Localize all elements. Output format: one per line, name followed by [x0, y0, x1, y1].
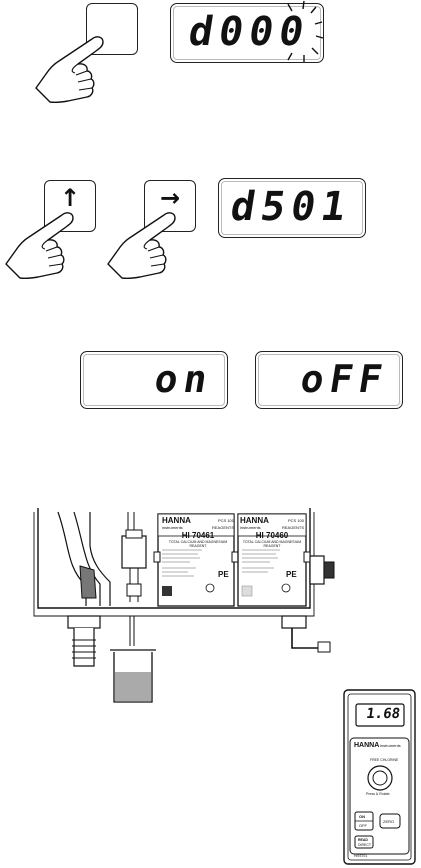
direct-label: DIRECT — [358, 843, 372, 847]
lcd-display-on: on — [80, 351, 228, 409]
pe-mark: PE — [218, 570, 229, 579]
meter-reading: 1.68 — [365, 706, 402, 722]
reagent-code: HI 70460 — [255, 531, 289, 540]
pointing-hand-icon — [35, 36, 104, 104]
meter-brand-sub: instruments — [380, 743, 401, 748]
brand-logo: HANNA — [240, 516, 269, 525]
pe-mark: PE — [286, 570, 297, 579]
meter-label: FREE CHLORINE — [370, 758, 399, 762]
meter-model: HI93701 — [354, 854, 368, 858]
blink-rays-icon — [287, 0, 324, 62]
on-button-label[interactable]: ON — [359, 814, 365, 819]
meter-brand: HANNA — [354, 742, 380, 749]
up-arrow-icon: ↑ — [59, 184, 81, 212]
brand-sub: instruments — [162, 525, 183, 530]
analyzer-cabinet-illustration — [33, 508, 335, 703]
reagent-desc: TOTAL CALCIUM AND MAGNESIUM REAGENT — [242, 540, 302, 548]
lcd-reading: d501 — [227, 184, 355, 231]
lcd-display-step2: d501 — [218, 178, 366, 238]
reagent-bottle-left: HANNA PCS 100 instruments REAGENTS HI 70… — [162, 516, 234, 579]
pointing-hand-icon-right — [107, 212, 176, 280]
reagent-code: HI 70461 — [181, 531, 215, 540]
knob-label: Press & Rotate — [366, 792, 390, 796]
pointing-hand-icon-up — [5, 212, 74, 280]
zero-button[interactable]: ZERO — [383, 819, 395, 824]
pcs-label: PCS 100 — [287, 518, 304, 523]
reagents-label: REAGENTS — [281, 525, 304, 530]
reagent-bottle-right: HANNA PCS 100 instruments REAGENTS HI 70… — [240, 516, 304, 579]
pcs-label: PCS 100 — [217, 518, 234, 523]
right-arrow-icon: → — [159, 184, 181, 212]
lcd-display-step1: d000 — [170, 3, 324, 63]
brand-sub: instruments — [240, 525, 261, 530]
reagents-label: REAGENTS — [211, 525, 234, 530]
read-button[interactable]: READ — [358, 838, 368, 842]
meter-body — [343, 689, 416, 865]
lcd-display-off: oFF — [255, 351, 403, 409]
up-arrow-key[interactable]: ↑ — [44, 180, 96, 232]
reagent-desc: TOTAL CALCIUM AND MAGNESIUM REAGENT — [168, 540, 228, 548]
off-button-label[interactable]: OFF — [359, 823, 367, 828]
handheld-meter: 1.68 HANNA instruments FREE CHLORINE Pre… — [342, 688, 417, 866]
lcd-reading: on — [151, 357, 217, 402]
lcd-reading: oFF — [297, 357, 392, 402]
brand-logo: HANNA — [162, 516, 191, 525]
